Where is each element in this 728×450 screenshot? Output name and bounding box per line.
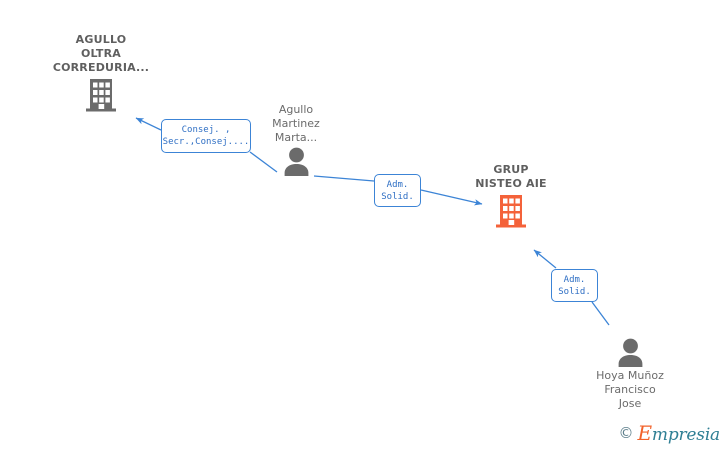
copyright-icon: ©	[618, 424, 634, 442]
watermark-brand-initial: E	[637, 421, 653, 445]
node-label-agullo-martinez-marta: Agullo Martinez Marta...	[272, 103, 320, 144]
building-icon[interactable]	[496, 192, 526, 228]
edge-marta-to-grup-nisteo	[313, 175, 483, 206]
node-label-grup-nisteo-aie: GRUP NISTEO AIE	[475, 163, 547, 190]
node-label-hoya-munoz-francisco-jose: Hoya Muñoz Francisco Jose	[596, 369, 664, 410]
node-agullo-martinez-marta[interactable]: Agullo Martinez Marta...	[256, 103, 336, 176]
node-hoya-munoz-francisco-jose[interactable]: Hoya Muñoz Francisco Jose	[570, 336, 690, 411]
watermark-empresia: © Empresia	[619, 423, 721, 444]
watermark-brand: Empresia	[638, 423, 721, 444]
relation-chip-line-2: Secr.,Consej....	[162, 137, 250, 147]
edge-marta-to-agullo-oltra	[135, 117, 278, 173]
person-icon[interactable]	[282, 146, 311, 176]
relation-chip-line-2: Solid.	[381, 191, 414, 202]
relation-chip-line-1: Adm.	[563, 274, 586, 285]
node-agullo-oltra[interactable]: AGULLO OLTRA CORREDURIA...	[41, 33, 161, 112]
building-icon[interactable]	[86, 76, 116, 112]
relation-chip-adm-solid-marta[interactable]: Adm. Solid.	[374, 174, 421, 207]
relation-chip-consejero-secretario[interactable]: Consej. , Secr.,Consej....	[161, 119, 251, 153]
relation-chip-line-1: Consej. ,	[181, 125, 231, 135]
relation-chip-line-2: Solid.	[558, 286, 591, 297]
relation-chip-adm-solid-hoya[interactable]: Adm. Solid.	[551, 269, 598, 302]
relation-chip-line-1: Adm.	[386, 179, 409, 190]
node-grup-nisteo-aie[interactable]: GRUP NISTEO AIE	[451, 163, 571, 228]
person-icon[interactable]	[616, 337, 645, 367]
edge-hoya-to-grup-nisteo	[533, 249, 610, 326]
node-label-agullo-oltra: AGULLO OLTRA CORREDURIA...	[52, 33, 150, 74]
watermark-brand-rest: mpresia	[651, 425, 720, 445]
